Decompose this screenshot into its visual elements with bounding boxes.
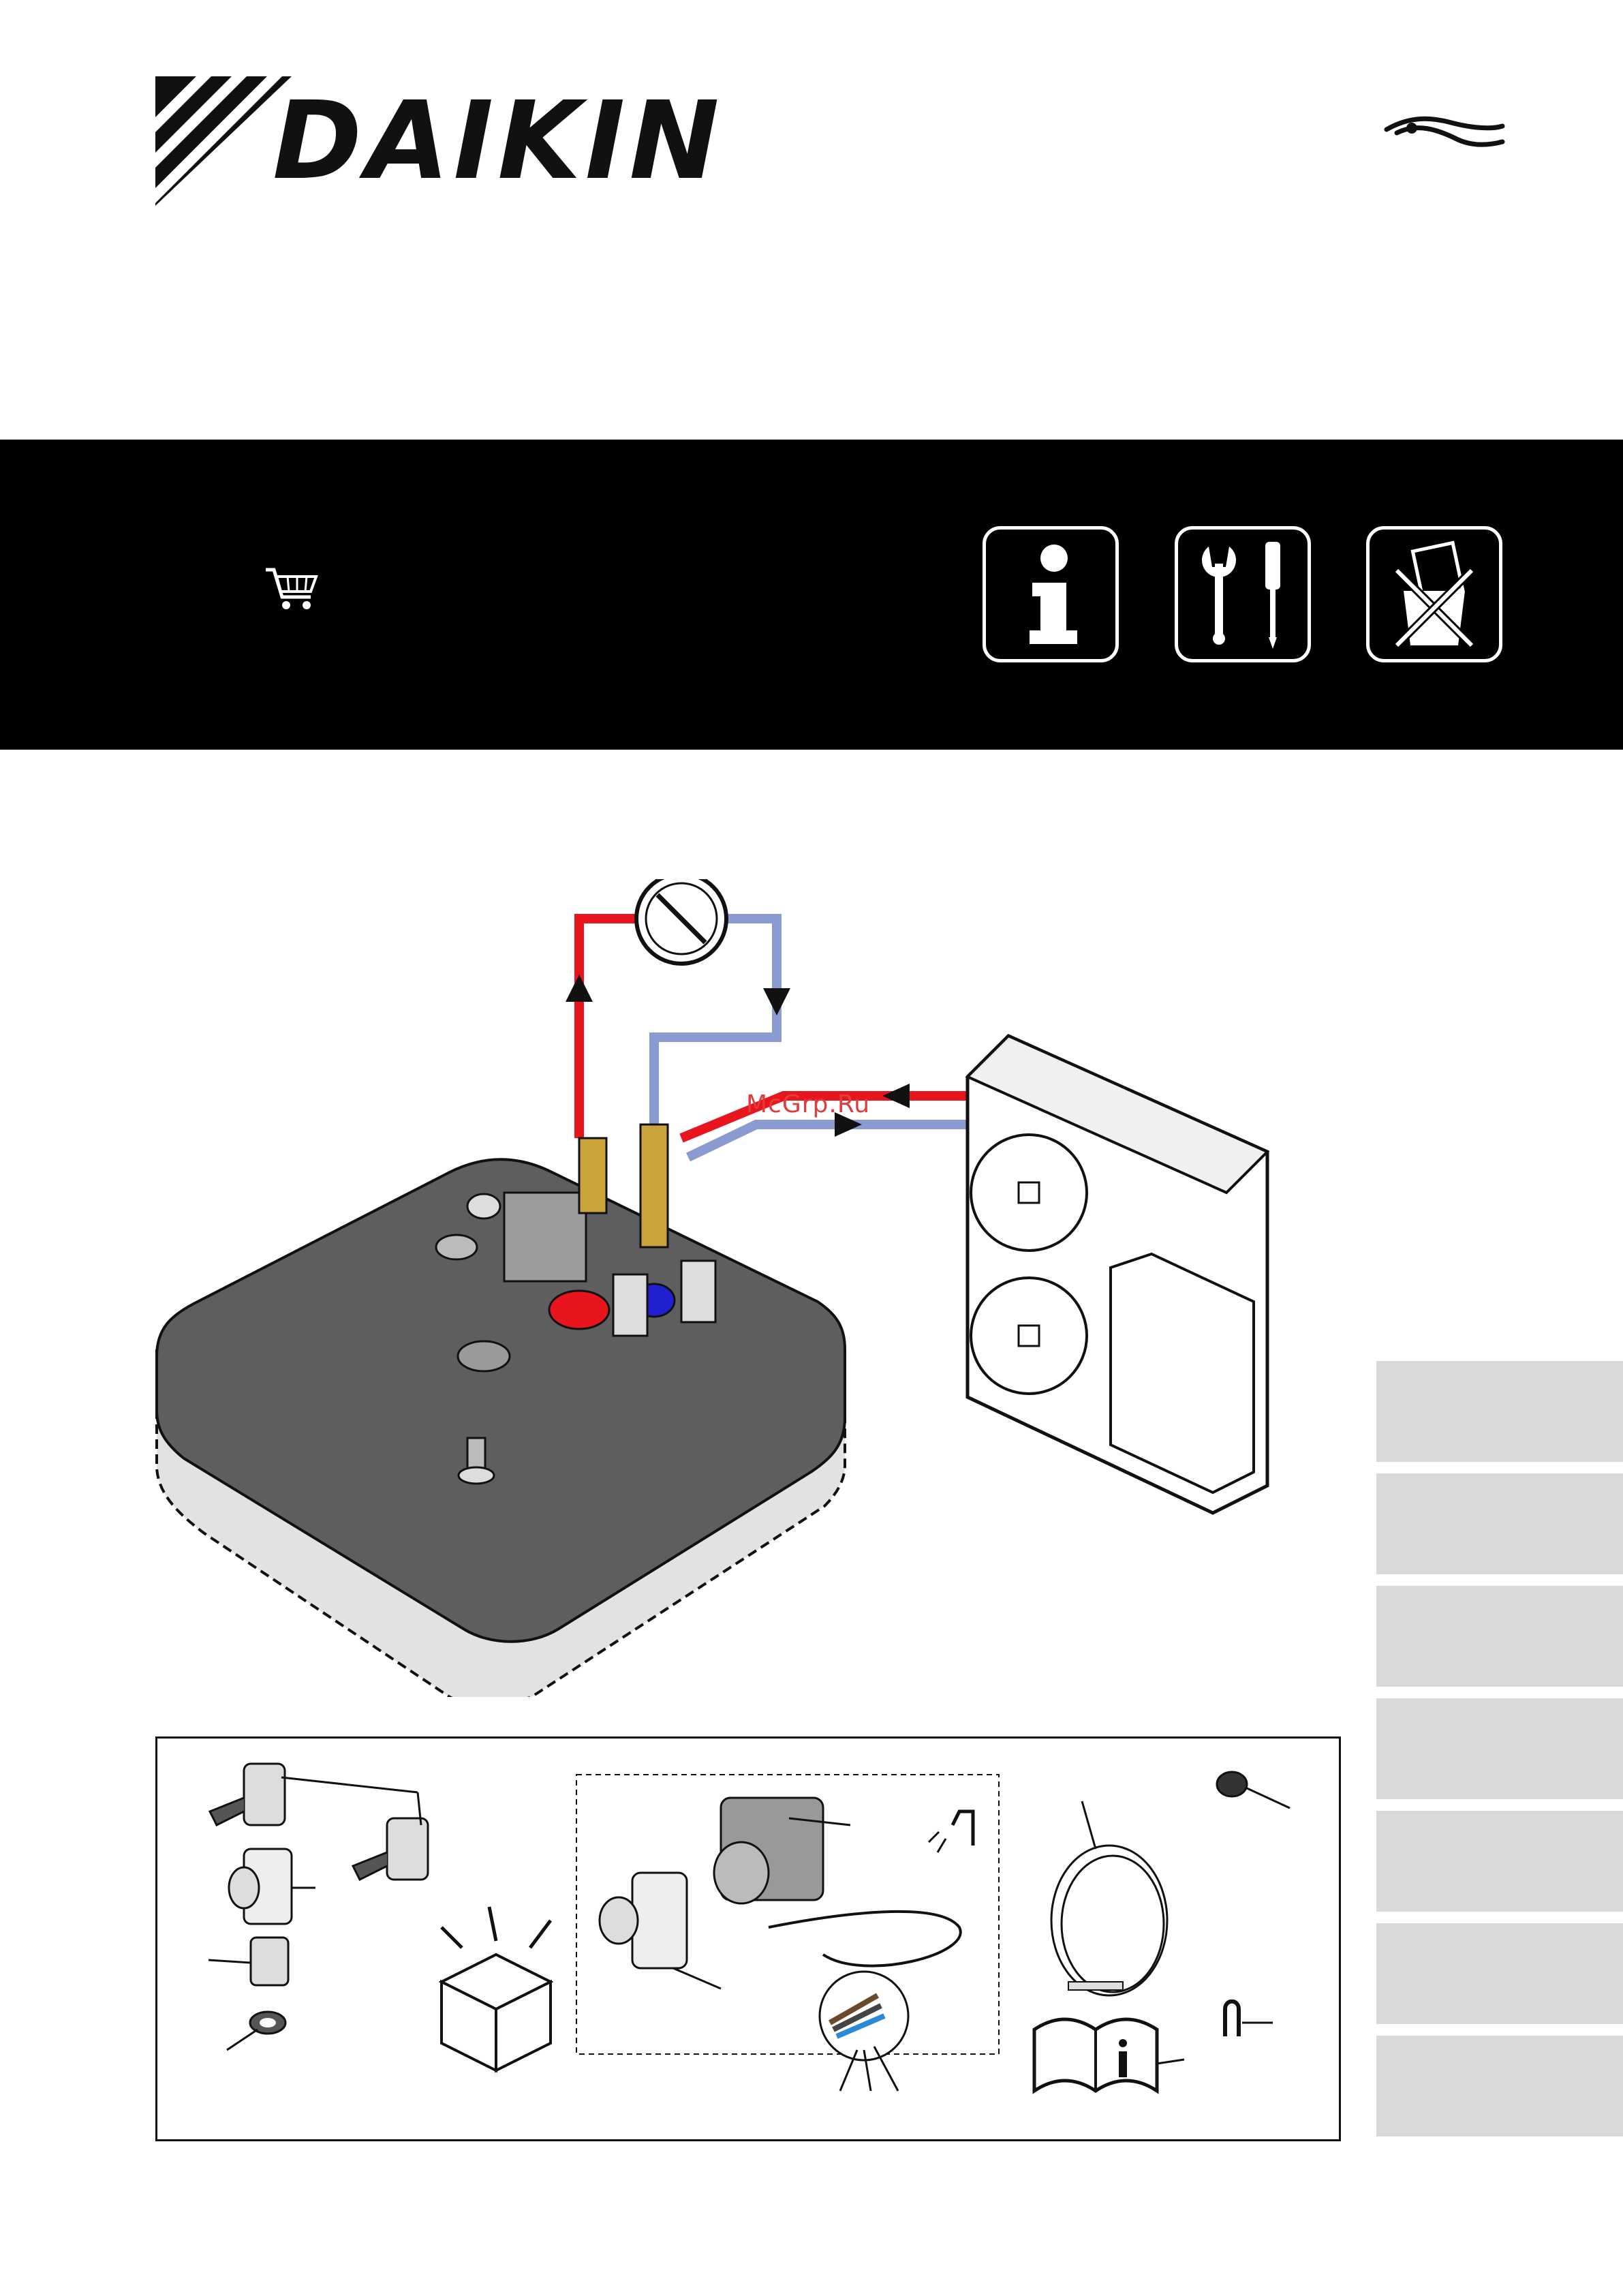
pliers-icon <box>1383 102 1506 150</box>
consumer-symbol-icon <box>636 879 726 964</box>
tee-piece-icon <box>229 1849 315 1924</box>
language-tab <box>1376 1586 1623 1687</box>
open-box-icon <box>442 1907 551 2070</box>
language-tab <box>1376 2036 1623 2137</box>
kit-contents-illustration <box>155 1736 1341 2141</box>
information-icon <box>983 526 1119 662</box>
clip-icon <box>1225 2002 1273 2036</box>
outdoor-unit <box>968 1036 1267 1513</box>
gasket-icon <box>227 2012 285 2050</box>
language-tab <box>1376 1698 1623 1799</box>
watermark-text: McGrp.Ru <box>746 1090 870 1118</box>
shower-icon <box>929 1811 973 1852</box>
tools-icon <box>1175 526 1311 662</box>
3-way-valve-icon <box>600 1873 721 1989</box>
brand-name: DAIKIN <box>273 87 724 195</box>
cable-icon <box>769 1912 961 2091</box>
language-tab <box>1376 1923 1623 2024</box>
language-tab <box>1376 1473 1623 1574</box>
shut-off-valve-icon <box>210 1764 428 1880</box>
system-illustration <box>150 879 1295 1697</box>
cable-tie-icon <box>1217 1772 1290 1808</box>
flow-pipes <box>566 919 968 1157</box>
storage-tank <box>157 1124 845 1697</box>
manual-icon <box>1034 2019 1184 2091</box>
union-nut-icon <box>208 1938 288 1985</box>
flow-arrow-down-icon <box>763 988 790 1015</box>
flow-arrow-up-icon <box>566 975 593 1002</box>
language-tab <box>1376 1811 1623 1912</box>
flow-arrow-left-icon <box>882 1084 910 1108</box>
disposal-icon <box>1366 526 1502 662</box>
actuator-icon <box>714 1798 850 1903</box>
thermistor-icon <box>1051 1801 1167 1995</box>
shopping-cart-icon <box>264 566 319 613</box>
language-tab <box>1376 1361 1623 1462</box>
